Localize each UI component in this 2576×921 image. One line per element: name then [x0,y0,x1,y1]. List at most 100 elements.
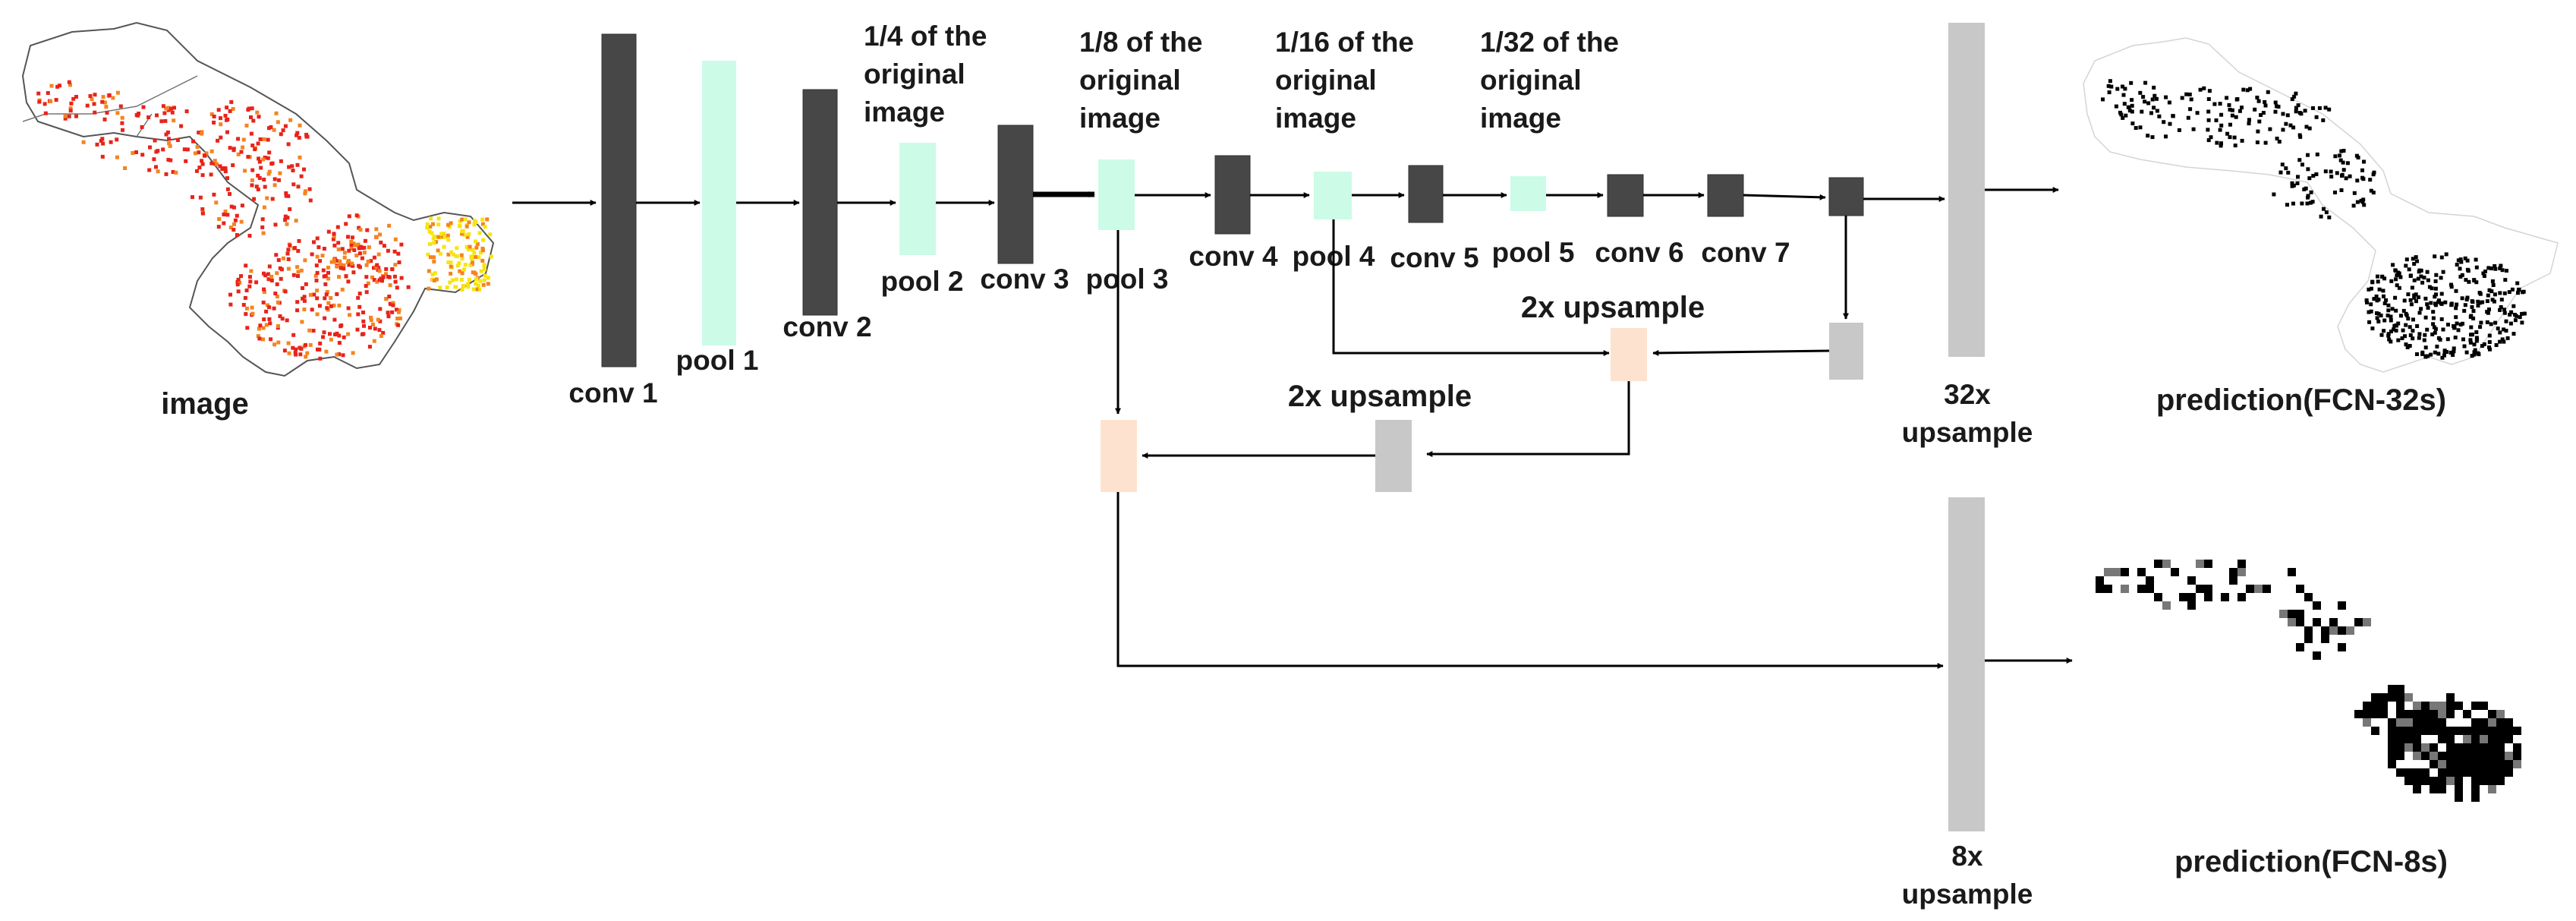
prediction32-dot [2459,260,2464,264]
prediction32-dot [2114,104,2118,109]
heat-dot [239,150,244,154]
heat-dot [291,182,296,187]
heat-dot [49,99,53,103]
heat-dot [372,278,376,282]
heat-dot [140,153,145,157]
prediction32-dot [2367,310,2371,314]
heat-dot [269,274,274,279]
prediction32-dot [2438,337,2442,342]
prediction32-dot [2233,144,2237,148]
prediction32-dot [2225,131,2230,136]
prediction32-dot [2237,109,2242,113]
conv2-block [802,89,838,316]
heat-dot [267,150,272,155]
prediction8-pixel [2488,718,2496,727]
heat-dot [384,297,389,301]
heat-dot [425,226,430,230]
heat-dot [164,172,168,176]
heat-dot [248,279,253,284]
prediction32-dot [2286,170,2291,175]
prediction8-pixel [2446,752,2455,760]
prediction8-pixel [2296,643,2304,651]
sixteenth-res-label-line3: image [1275,103,1356,134]
prediction32-dot [2498,308,2502,312]
prediction32-dots [2101,79,2527,360]
prediction32-dot [2440,355,2445,360]
prediction32-dot [2369,188,2373,193]
heat-dot [255,110,260,115]
heat-dot [63,114,68,118]
prediction8-pixel [2329,618,2338,626]
prediction8-pixel [2396,768,2404,777]
prediction32-dot [2212,102,2217,106]
prediction8-pixel [2379,693,2388,702]
heat-dot [279,132,283,137]
heat-dot [167,141,172,146]
prediction32-dot [2427,285,2432,289]
heat-dot [332,243,337,248]
prediction8-pixel [2379,710,2388,718]
heat-dot [303,189,307,194]
prediction8-pixel [2237,568,2246,576]
prediction8-pixel [2471,760,2480,768]
prediction32-dot [2273,100,2278,105]
heat-dot [360,256,364,260]
prediction32-dot [2146,101,2151,106]
prediction32-dot [2394,277,2398,282]
prediction8-pixel [2505,735,2513,743]
prediction32-dot [2464,278,2468,282]
heat-dot [294,347,298,352]
heat-dot [466,285,471,289]
heat-dot [92,102,96,106]
prediction32-dot [2389,339,2393,344]
heat-dot [296,185,301,189]
heat-dot [159,119,164,124]
heat-dot [295,131,300,135]
heat-dot [470,257,474,261]
fuse-pool3-block [1101,420,1137,492]
prediction32-dot [2508,321,2513,326]
prediction32-dot [2404,323,2408,327]
heat-dot [137,112,141,115]
prediction8-pixel [2446,735,2455,743]
pool2-block [899,143,936,255]
prediction32-dot [2433,254,2437,259]
prediction32-dot [2472,352,2477,357]
heat-dot [372,266,376,270]
prediction32-dot [2390,307,2395,311]
heat-dot [264,309,269,314]
prediction32-dot [2412,295,2417,300]
prediction32-dot [2206,118,2211,122]
heat-dot [195,169,199,173]
prediction8-pixel [2313,618,2321,626]
heat-dot [216,138,220,143]
heat-dot [304,282,308,286]
heat-dot [269,279,274,282]
heat-dot [156,149,160,153]
heat-dot [354,254,359,257]
heat-dot [223,169,228,174]
heat-dot [71,96,76,101]
heat-dot [200,162,205,166]
prediction8-pixel [2455,752,2463,760]
heat-dot [460,271,464,276]
heat-dot [216,108,221,112]
heat-dot [351,351,355,355]
prediction32-dot [2522,311,2527,316]
heat-dot [382,244,386,248]
prediction32-dot [2376,311,2381,316]
prediction8-pixel [2279,610,2288,618]
prediction8-pixel [2463,743,2471,752]
prediction32-dot [2365,300,2369,304]
prediction32-dot [2324,210,2329,215]
prediction32-dot [2215,140,2219,145]
prediction8-pixel [2413,710,2421,718]
prediction32-dot [2416,276,2420,281]
heat-dot [475,241,480,246]
heat-dot [68,106,73,111]
heat-dot [295,308,300,313]
prediction32-dot [2502,308,2506,312]
prediction32-dot [2476,299,2480,304]
prediction32-dot [2422,338,2426,342]
heat-dot [200,159,204,163]
